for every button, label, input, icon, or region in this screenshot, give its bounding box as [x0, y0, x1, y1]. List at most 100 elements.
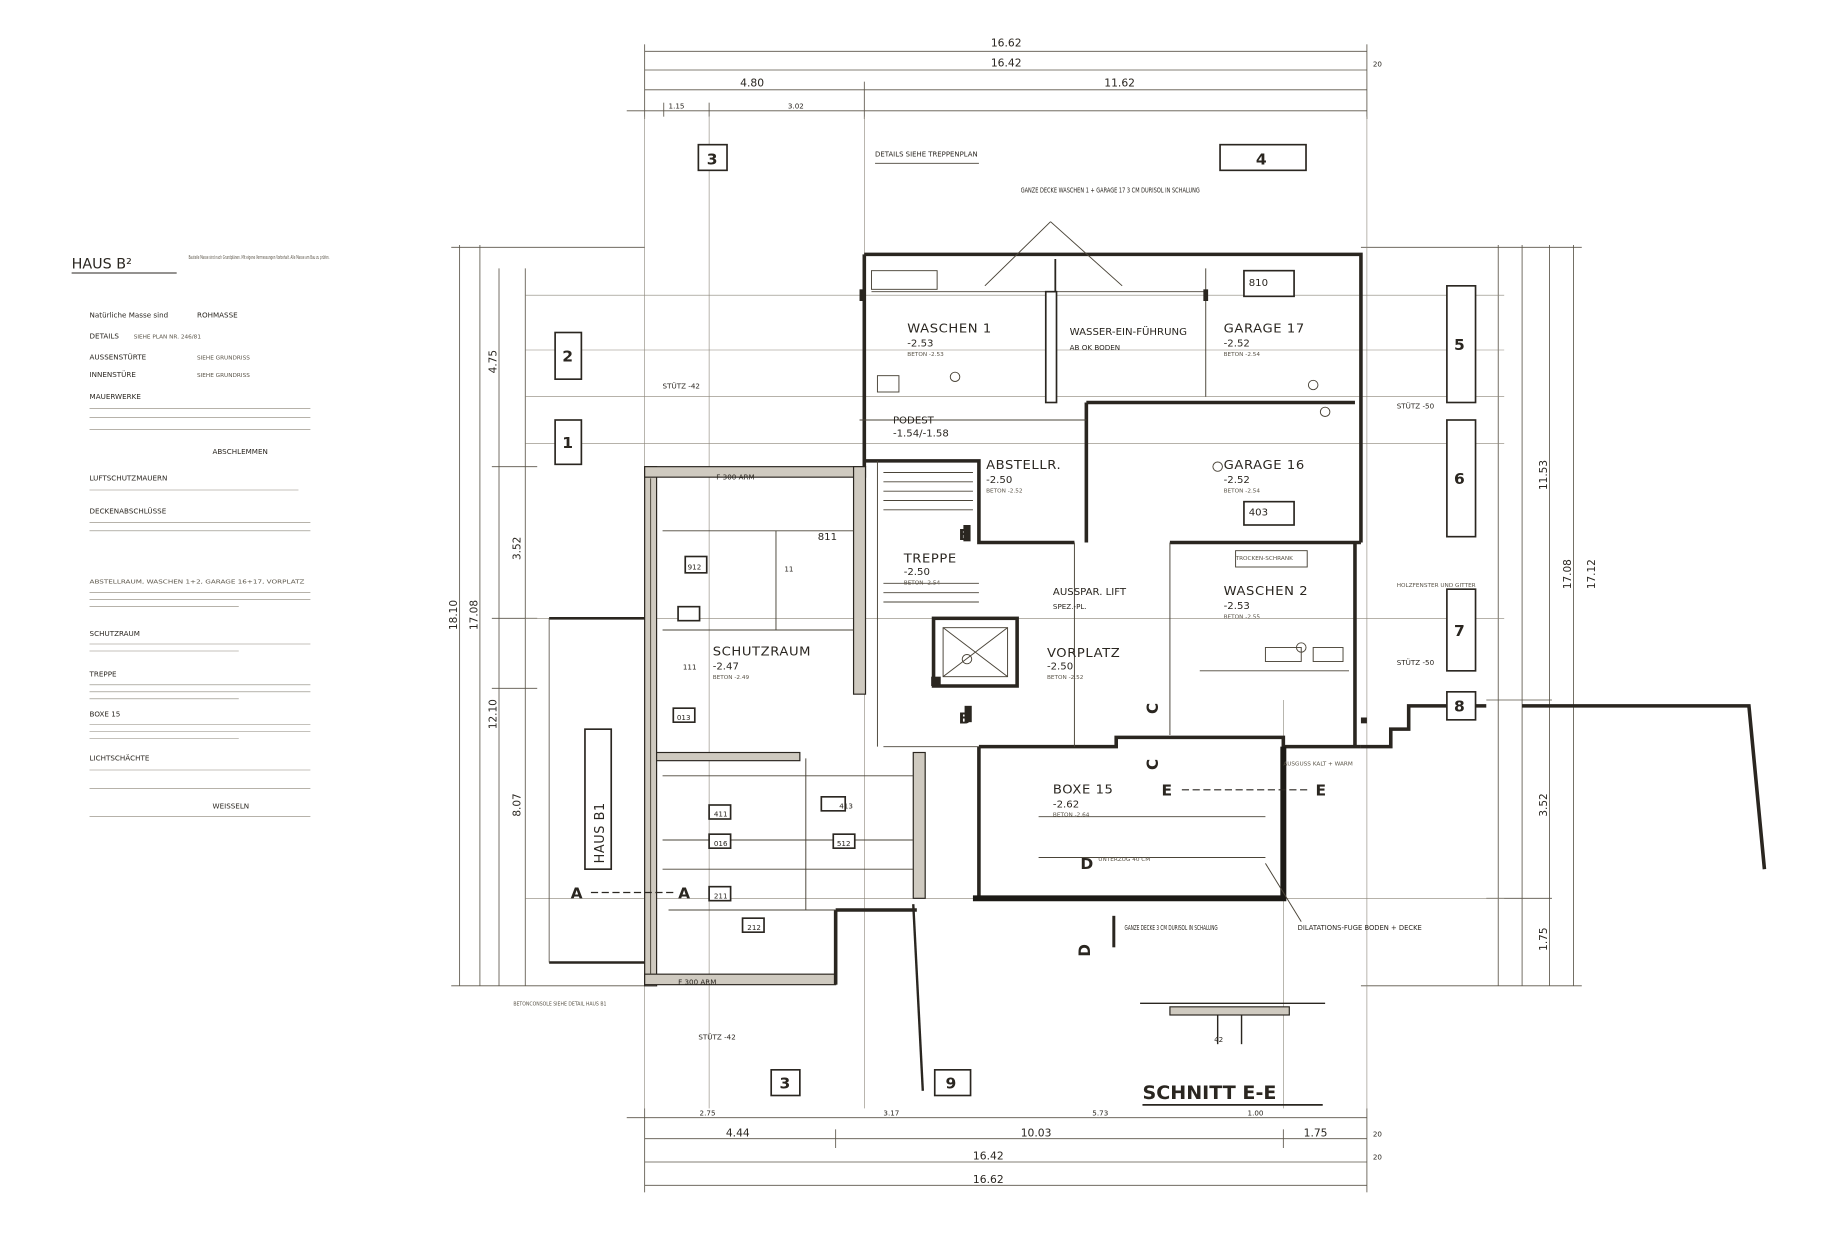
dim-bottom-left: 4.44 — [726, 1126, 750, 1139]
svg-text:-1.54/-1.58: -1.54/-1.58 — [893, 428, 949, 439]
dim-bottom-right: 1.75 — [1304, 1126, 1328, 1139]
small-number-labels: 810 403 811 11 912 111 411 413 013 016 2… — [677, 278, 1268, 1044]
svg-text:11: 11 — [784, 565, 793, 574]
legend-key-6: LUFTSCHUTZMAUERN — [90, 474, 168, 483]
svg-text:-2.52: -2.52 — [1224, 339, 1250, 350]
note-ganze-decke-bottom: GANZE DECKE 3 CM DURISOL IN SCHALUNG — [1125, 923, 1218, 932]
room-boxe-15: BOXE 15 — [1053, 782, 1114, 797]
svg-text:-2.50: -2.50 — [1047, 662, 1073, 673]
note-ausguss: AUSGUSS KALT + WARM — [1283, 761, 1353, 767]
dimension-lines-bottom: 2.75 3.17 5.73 1.00 4.44 10.03 1.75 16.4… — [626, 1108, 1383, 1193]
legend-value-5: ABSCHLEMMEN — [212, 447, 267, 456]
dim-edge-tick-bottom-1: 20 — [1373, 1129, 1383, 1138]
axis-top-3: 3 — [707, 151, 718, 169]
svg-text:SPEZ.-PL.: SPEZ.-PL. — [1053, 602, 1087, 611]
legend-value-13: WEISSELN — [212, 802, 249, 811]
svg-text:BETON -2.52: BETON -2.52 — [986, 488, 1023, 494]
south-wall-hatch — [644, 973, 837, 986]
dim-bottom-mid: 10.03 — [1021, 1126, 1052, 1139]
svg-text:212: 212 — [747, 923, 761, 932]
note-f-arm-bottom: F 300 ARM — [678, 978, 716, 987]
svg-text:016: 016 — [714, 839, 728, 848]
legend-key-4: MAUERWERKE — [90, 392, 142, 401]
dim-left-seg2: 3.52 — [510, 537, 523, 560]
dimension-lines-top: 16.62 16.42 4.80 11.62 1.15 3.02 20 — [626, 37, 1383, 120]
mid-wall-hatch — [912, 751, 926, 899]
svg-text:BETON -2.53: BETON -2.53 — [907, 352, 944, 358]
legend-key-2: AUSSENSTÜRTE — [90, 352, 147, 361]
building-walls — [548, 252, 1767, 1091]
symbol-box-810 — [1243, 269, 1295, 298]
axis-right-8: 8 — [1454, 698, 1465, 716]
room-garage-17: GARAGE 17 — [1224, 322, 1305, 337]
svg-text:BETON -2.54: BETON -2.54 — [1224, 488, 1261, 494]
room-podest: PODEST — [893, 416, 935, 427]
section-d-top: D — [1080, 855, 1093, 873]
section-a-left: A — [571, 884, 583, 902]
axis-top-4: 4 — [1256, 151, 1267, 169]
symbol-box-403 — [1243, 500, 1295, 526]
dim-left-seg4: 8.07 — [510, 793, 523, 816]
dim-bottom-small-0: 2.75 — [700, 1108, 716, 1117]
note-dilatation: DILATATIONS-FUGE BODEN + DECKE — [1298, 923, 1423, 932]
axis-bottom-9: 9 — [945, 1075, 956, 1093]
room-waschen-2: WASCHEN 2 — [1224, 584, 1309, 599]
construction-grid — [525, 116, 1505, 1109]
svg-text:BETON -2.49: BETON -2.49 — [713, 675, 750, 681]
column-wasser — [1044, 290, 1058, 404]
axis-bottom-3: 3 — [780, 1075, 791, 1093]
dim-left-inner: 17.08 — [467, 600, 480, 630]
dim-right-outer: 17.12 — [1585, 559, 1598, 589]
svg-text:BETON -2.52: BETON -2.52 — [1047, 675, 1084, 681]
section-c-top: C — [1144, 703, 1162, 714]
dim-top-small-1: 3.02 — [788, 102, 804, 111]
svg-text:413: 413 — [839, 802, 853, 811]
dim-top-overall-inner: 16.42 — [991, 57, 1022, 70]
room-waschen-1: WASCHEN 1 — [907, 322, 992, 337]
lift-shaft — [931, 616, 1019, 688]
svg-text:211: 211 — [714, 891, 728, 900]
axis-left-1: 1 — [562, 434, 573, 452]
axis-right-5: 5 — [1454, 336, 1465, 354]
dim-edge-tick-bottom-2: 20 — [1373, 1153, 1383, 1162]
section-b-top: B — [959, 526, 971, 544]
haus-b1-label: HAUS B1 — [593, 802, 608, 863]
dim-bottom-overall-outer: 16.62 — [973, 1173, 1004, 1186]
svg-text:BETON -2.64: BETON -2.64 — [1053, 813, 1090, 819]
section-a-right: A — [678, 884, 690, 902]
svg-text:403: 403 — [1249, 508, 1268, 519]
svg-text:810: 810 — [1249, 278, 1268, 289]
axis-right-7: 7 — [1454, 622, 1465, 640]
svg-text:BETON -2.54: BETON -2.54 — [1224, 352, 1261, 358]
room-aussparung-lift: AUSSPAR. LIFT — [1053, 587, 1127, 598]
legend-key-0: Natürliche Masse sind — [90, 310, 169, 319]
note-betonconsole: BETONCONSOLE SIEHE DETAIL HAUS B1 — [513, 1002, 606, 1008]
svg-text:013: 013 — [677, 713, 691, 722]
legend-value-3: SIEHE GRUNDRISS — [197, 373, 250, 379]
svg-text:512: 512 — [837, 839, 851, 848]
drawing-title: HAUS B² — [72, 256, 132, 272]
haus-b1-annotation: HAUS B1 — [584, 728, 613, 870]
room-abstellr: ABSTELLR. — [986, 458, 1061, 473]
dim-bottom-small-3: 1.00 — [1248, 1108, 1264, 1117]
dim-top-overall-outer: 16.62 — [991, 37, 1022, 50]
dim-top-small-0: 1.15 — [669, 102, 685, 111]
note-stutz-top: STÜTZ -42 — [663, 382, 700, 391]
section-b-bottom: B — [959, 709, 971, 727]
dim-right-seg2: 3.52 — [1537, 793, 1550, 816]
dim-left-outer: 18.10 — [447, 600, 460, 630]
dimension-lines-right: 11.53 3.52 1.75 17.08 17.12 — [1360, 245, 1598, 987]
room-wasser-einfuehrung: WASSER-EIN-FÜHRUNG — [1070, 325, 1187, 338]
drawing-title-note: Bauteile Masse sind nach Grundplänen. Mi… — [189, 255, 330, 261]
room-schutzraum: SCHUTZRAUM — [713, 645, 811, 660]
note-holzfenster: HOLZFENSTER UND GITTER — [1397, 583, 1476, 589]
svg-text:42: 42 — [1214, 1035, 1223, 1044]
legend-key-12: LICHTSCHÄCHTE — [90, 754, 150, 763]
svg-text:-2.52: -2.52 — [1224, 475, 1250, 486]
room-garage-16: GARAGE 16 — [1224, 458, 1305, 473]
dim-edge-tick-top: 20 — [1373, 60, 1383, 69]
svg-text:411: 411 — [714, 810, 728, 819]
schutzraum-south-wall-hatch — [655, 751, 801, 762]
drawing-title-block: HAUS B² Bauteile Masse sind nach Grundpl… — [72, 255, 330, 274]
